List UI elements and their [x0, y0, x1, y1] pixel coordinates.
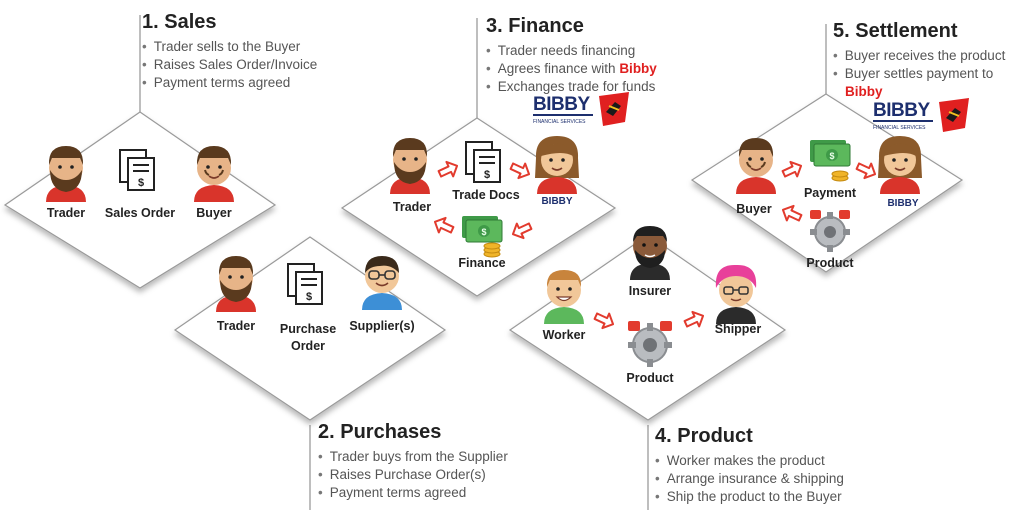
arrow-right-icon [437, 160, 459, 178]
bullet: Buyer receives the product [833, 47, 1006, 65]
settle-buyer-label: Buyer [736, 202, 772, 216]
supplier-avatar [362, 256, 402, 310]
purchase-order-label-line2: Order [291, 339, 325, 353]
arrow-left-icon [781, 204, 803, 222]
trade-docs-icon: $ [465, 141, 501, 183]
settle-product-gear-icon [810, 210, 850, 252]
panel-sales [3, 111, 277, 289]
arrow-right-icon [855, 162, 877, 180]
step-purchases: 2. Purchases Trader buys from the Suppli… [318, 421, 508, 502]
sales-trader-avatar [46, 146, 86, 202]
purchase-trader-avatar [216, 256, 256, 312]
product-label: Product [626, 371, 674, 385]
bibby-logo-word: BIBBY [873, 100, 930, 121]
step-title: 2. Purchases [318, 421, 442, 443]
bullet: Trader buys from the Supplier [318, 448, 508, 466]
finance-funds-label: Finance [458, 256, 505, 270]
arrow-right-icon [683, 310, 705, 328]
sales-order-label: Sales Order [105, 206, 175, 220]
product-gear-icon [628, 321, 672, 367]
sales-buyer-avatar [194, 146, 234, 202]
bullet: Payment terms agreed [318, 484, 508, 502]
insurer-avatar [630, 226, 670, 280]
svg-text:$: $ [306, 291, 312, 303]
step-finance: 3. Finance Trader needs financing Agrees… [486, 15, 657, 96]
bullet: Exchanges trade for funds [486, 78, 657, 96]
settle-bibby-label: BIBBY [887, 198, 918, 209]
finance-money-icon: $ [462, 216, 503, 258]
bullet: Arrange insurance & shipping [655, 470, 844, 488]
step-bullets: Trader buys from the Supplier Raises Pur… [318, 448, 508, 502]
sales-order-document-icon: $ [119, 149, 155, 191]
worker-avatar [544, 270, 584, 324]
arrow-left-icon [433, 216, 455, 234]
bullet: Trader needs financing [486, 42, 657, 60]
trade-docs-label: Trade Docs [452, 188, 519, 202]
step-title: 4. Product [655, 425, 753, 447]
bullet: Raises Sales Order/Invoice [142, 56, 318, 74]
step-title: 3. Finance [486, 15, 584, 37]
payment-money-icon: $ [810, 140, 851, 182]
arrow-right-icon [509, 162, 531, 180]
svg-text:$: $ [481, 227, 486, 237]
brand-name: Bibby [619, 61, 657, 76]
bibby-logo-tagline: FINANCIAL SERVICES [873, 125, 926, 131]
bullet: Trader sells to the Buyer [142, 38, 317, 56]
purchase-trader-label: Trader [217, 319, 255, 333]
step-sales: 1. Sales Trader sells to the Buyer Raise… [142, 11, 317, 92]
flow-arrows [433, 160, 877, 330]
shipper-label: Shipper [715, 322, 762, 336]
settle-product-label: Product [806, 256, 854, 270]
worker-label: Worker [543, 328, 586, 342]
step-bullets: Trader needs financing Agrees finance wi… [486, 42, 657, 96]
bibby-flag-icon [939, 98, 969, 132]
payment-label: Payment [804, 186, 857, 200]
arrow-left-icon [511, 222, 533, 240]
shipper-avatar [715, 264, 757, 324]
step-bullets: Buyer receives the product Buyer settles… [833, 47, 1006, 83]
settlement-brand: Bibby [845, 84, 883, 99]
insurer-label: Insurer [629, 284, 672, 298]
bullet: Worker makes the product [655, 452, 844, 470]
sales-trader-label: Trader [47, 206, 85, 220]
bibby-logo-tagline: FINANCIAL SERVICES [533, 119, 586, 125]
purchase-order-label-line1: Purchase [280, 322, 336, 336]
bibby-logo-word: BIBBY [533, 94, 590, 115]
bullet-text: Agrees finance with [497, 61, 620, 76]
bullet: Raises Purchase Order(s) [318, 466, 508, 484]
step-settlement: 5. Settlement Buyer receives the product… [833, 20, 1005, 101]
bibby-flag-icon [599, 92, 629, 126]
step-product: 4. Product Worker makes the product Arra… [655, 425, 844, 506]
purchase-order-document-icon: $ [287, 263, 323, 305]
connector-lines [139, 15, 827, 510]
bibby-agent-avatar [535, 136, 579, 194]
bibby-logo-finance: BIBBY FINANCIAL SERVICES [533, 92, 629, 126]
bullet: Ship the product to the Buyer [655, 488, 844, 506]
svg-text:$: $ [829, 151, 834, 161]
finance-trader-avatar [390, 138, 430, 194]
sales-buyer-label: Buyer [196, 206, 232, 220]
bullet: Buyer settles payment to [833, 65, 1005, 83]
finance-trader-label: Trader [393, 200, 431, 214]
svg-text:$: $ [484, 169, 490, 181]
arrow-right-icon [593, 312, 615, 330]
bibby-logo-settlement: BIBBY FINANCIAL SERVICES [873, 98, 969, 132]
bullet: Payment terms agreed [142, 74, 317, 92]
step-bullets: Trader sells to the Buyer Raises Sales O… [142, 38, 318, 92]
panel-purchases [173, 236, 447, 421]
finance-bibby-label: BIBBY [541, 196, 572, 207]
arrow-right-icon [781, 160, 803, 178]
bullet-finance: Agrees finance with Bibby [486, 60, 657, 78]
step-bullets: Worker makes the product Arrange insuran… [655, 452, 844, 506]
settle-buyer-avatar [736, 138, 776, 194]
settle-bibby-avatar [878, 136, 922, 194]
svg-text:$: $ [138, 177, 144, 189]
supplier-label: Supplier(s) [349, 319, 414, 333]
step-title: 1. Sales [142, 11, 217, 33]
step-title: 5. Settlement [833, 20, 958, 42]
